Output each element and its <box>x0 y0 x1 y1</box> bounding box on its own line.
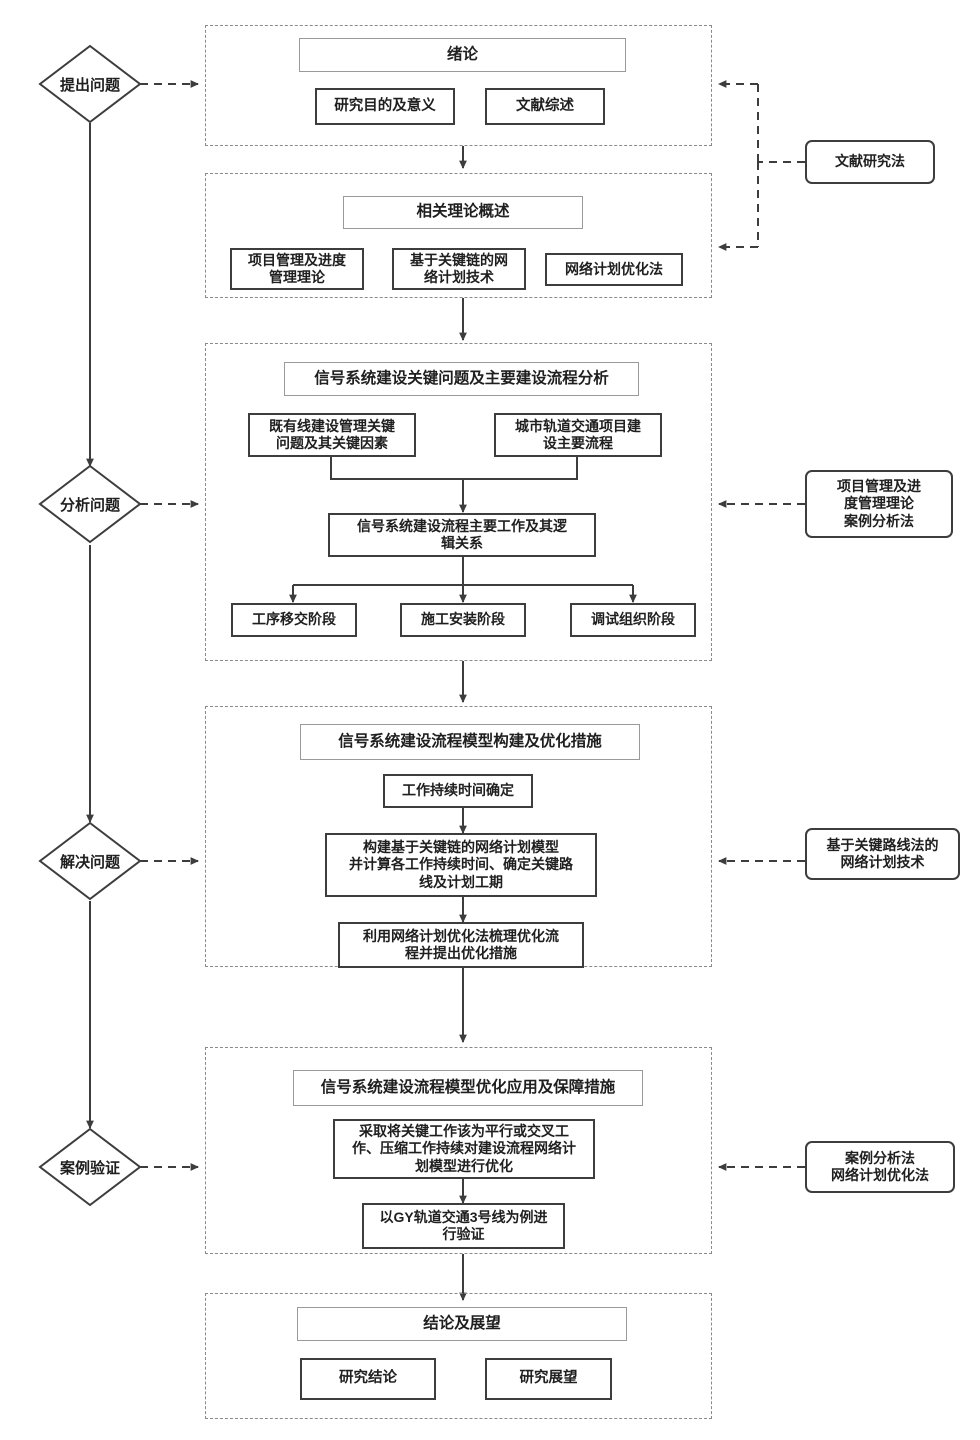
phase-label: 解决问题 <box>59 853 120 871</box>
child-text: 划模型进行优化 <box>415 1157 513 1174</box>
method-box-2[interactable]: 项目管理及进 度管理理论 案例分析法 <box>805 470 953 538</box>
title-text: 相关理论概述 <box>416 203 510 221</box>
section-child-box[interactable]: 调试组织阶段 <box>570 603 696 637</box>
section-child-box[interactable]: 既有线建设管理关键 问题及其关键因素 <box>248 413 416 457</box>
method-box-3[interactable]: 基于关键路线法的 网络计划技术 <box>805 828 960 880</box>
child-text: 既有线建设管理关键 <box>269 417 395 434</box>
child-text: 采取将关键工作该为平行或交叉工 <box>359 1123 569 1140</box>
child-text: 工作持续时间确定 <box>402 782 514 799</box>
child-text: 线及计划工期 <box>419 873 503 890</box>
child-text: 研究目的及意义 <box>334 97 436 114</box>
phase-label: 提出问题 <box>59 76 120 94</box>
child-text: 研究展望 <box>519 1370 578 1387</box>
section-child-box[interactable]: 网络计划优化法 <box>545 253 683 286</box>
child-text: 辑关系 <box>441 535 483 551</box>
section-child-box[interactable]: 利用网络计划优化法梳理优化流 程并提出优化措施 <box>338 922 584 968</box>
section-child-box[interactable]: 工作持续时间确定 <box>383 774 533 808</box>
section-title-analysis[interactable]: 信号系统建设关键问题及主要建设流程分析 <box>284 362 639 396</box>
method-line: 网络计划优化法 <box>831 1167 929 1183</box>
stage-container-analysis <box>205 343 712 661</box>
child-text: 构建基于关键链的网络计划模型 <box>363 839 559 856</box>
section-child-box[interactable]: 施工安装阶段 <box>400 603 526 637</box>
method-line: 网络计划技术 <box>840 854 925 870</box>
section-title-apply[interactable]: 信号系统建设流程模型优化应用及保障措施 <box>293 1070 643 1106</box>
child-text: 行验证 <box>442 1226 485 1242</box>
child-text: 调试组织阶段 <box>591 611 675 628</box>
section-child-box[interactable]: 以GY轨道交通3号线为例进 行验证 <box>362 1203 565 1249</box>
stage-container-conclusion <box>205 1293 712 1419</box>
title-text: 信号系统建设关键问题及主要建设流程分析 <box>314 369 609 387</box>
child-text: 以GY轨道交通3号线为例进 <box>379 1208 548 1225</box>
section-child-box[interactable]: 文献综述 <box>485 88 605 125</box>
method-line: 基于关键路线法的 <box>826 836 939 853</box>
section-child-box[interactable]: 研究展望 <box>485 1358 612 1400</box>
child-text: 项目管理及进度 <box>248 251 346 268</box>
diamond-shape <box>38 1127 142 1207</box>
title-text: 绪论 <box>446 45 478 63</box>
child-text: 网络计划优化法 <box>565 260 663 277</box>
method-line: 项目管理及进 <box>837 478 921 495</box>
child-text: 并计算各工作持续时间、确定关键路 <box>349 856 573 873</box>
section-child-box[interactable]: 项目管理及进度 管理理论 <box>230 248 364 290</box>
child-text: 施工安装阶段 <box>421 611 505 628</box>
child-text: 程并提出优化措施 <box>405 945 517 961</box>
method-line: 案例分析法 <box>844 512 914 529</box>
section-child-box[interactable]: 构建基于关键链的网络计划模型 并计算各工作持续时间、确定关键路 线及计划工期 <box>325 833 597 897</box>
phase-diamond-1[interactable]: 提出问题 <box>38 44 142 124</box>
section-title-conclusion[interactable]: 结论及展望 <box>297 1307 627 1341</box>
phase-diamond-4[interactable]: 案例验证 <box>38 1127 142 1207</box>
method-line: 文献研究法 <box>835 153 905 170</box>
child-text: 问题及其关键因素 <box>276 435 388 451</box>
phase-diamond-3[interactable]: 解决问题 <box>38 821 142 901</box>
child-text: 设主要流程 <box>543 435 613 451</box>
section-child-box[interactable]: 信号系统建设流程主要工作及其逻 辑关系 <box>328 513 596 557</box>
stage-container-apply <box>205 1047 712 1254</box>
method-box-1[interactable]: 文献研究法 <box>805 140 935 184</box>
diamond-shape <box>38 44 142 124</box>
title-text: 信号系统建设流程模型构建及优化措施 <box>338 732 602 750</box>
child-text: 信号系统建设流程主要工作及其逻 <box>357 517 567 534</box>
method-line: 案例分析法 <box>845 1149 915 1166</box>
phase-diamond-2[interactable]: 分析问题 <box>38 464 142 544</box>
section-child-box[interactable]: 工序移交阶段 <box>231 603 357 637</box>
child-text: 研究结论 <box>339 1370 397 1387</box>
section-child-box[interactable]: 研究目的及意义 <box>315 88 455 125</box>
section-child-box[interactable]: 采取将关键工作该为平行或交叉工 作、压缩工作持续对建设流程网络计 划模型进行优化 <box>333 1119 595 1179</box>
child-text: 文献综述 <box>516 97 574 114</box>
method-line: 度管理理论 <box>844 495 914 512</box>
phase-label: 案例验证 <box>59 1159 120 1177</box>
section-child-box[interactable]: 城市轨道交通项目建 设主要流程 <box>494 413 662 457</box>
title-text: 信号系统建设流程模型优化应用及保障措施 <box>320 1078 616 1096</box>
child-text: 管理理论 <box>269 269 325 285</box>
child-text: 城市轨道交通项目建 <box>515 417 641 434</box>
section-title-model[interactable]: 信号系统建设流程模型构建及优化措施 <box>300 724 640 760</box>
stage-container-intro <box>205 25 712 146</box>
diamond-shape <box>38 464 142 544</box>
child-text: 络计划技术 <box>424 269 494 285</box>
section-child-box[interactable]: 研究结论 <box>300 1358 436 1400</box>
section-title-theory[interactable]: 相关理论概述 <box>343 196 583 229</box>
child-text: 工序移交阶段 <box>252 611 336 628</box>
stage-container-theory <box>205 173 712 298</box>
phase-label: 分析问题 <box>59 496 120 514</box>
method-box-4[interactable]: 案例分析法 网络计划优化法 <box>805 1141 955 1193</box>
title-text: 结论及展望 <box>423 1314 501 1332</box>
child-text: 作、压缩工作持续对建设流程网络计 <box>352 1140 576 1157</box>
diamond-shape <box>38 821 142 901</box>
section-child-box[interactable]: 基于关键链的网 络计划技术 <box>392 248 526 290</box>
section-title-intro[interactable]: 绪论 <box>299 38 626 72</box>
child-text: 利用网络计划优化法梳理优化流 <box>363 927 559 944</box>
child-text: 基于关键链的网 <box>410 251 508 268</box>
